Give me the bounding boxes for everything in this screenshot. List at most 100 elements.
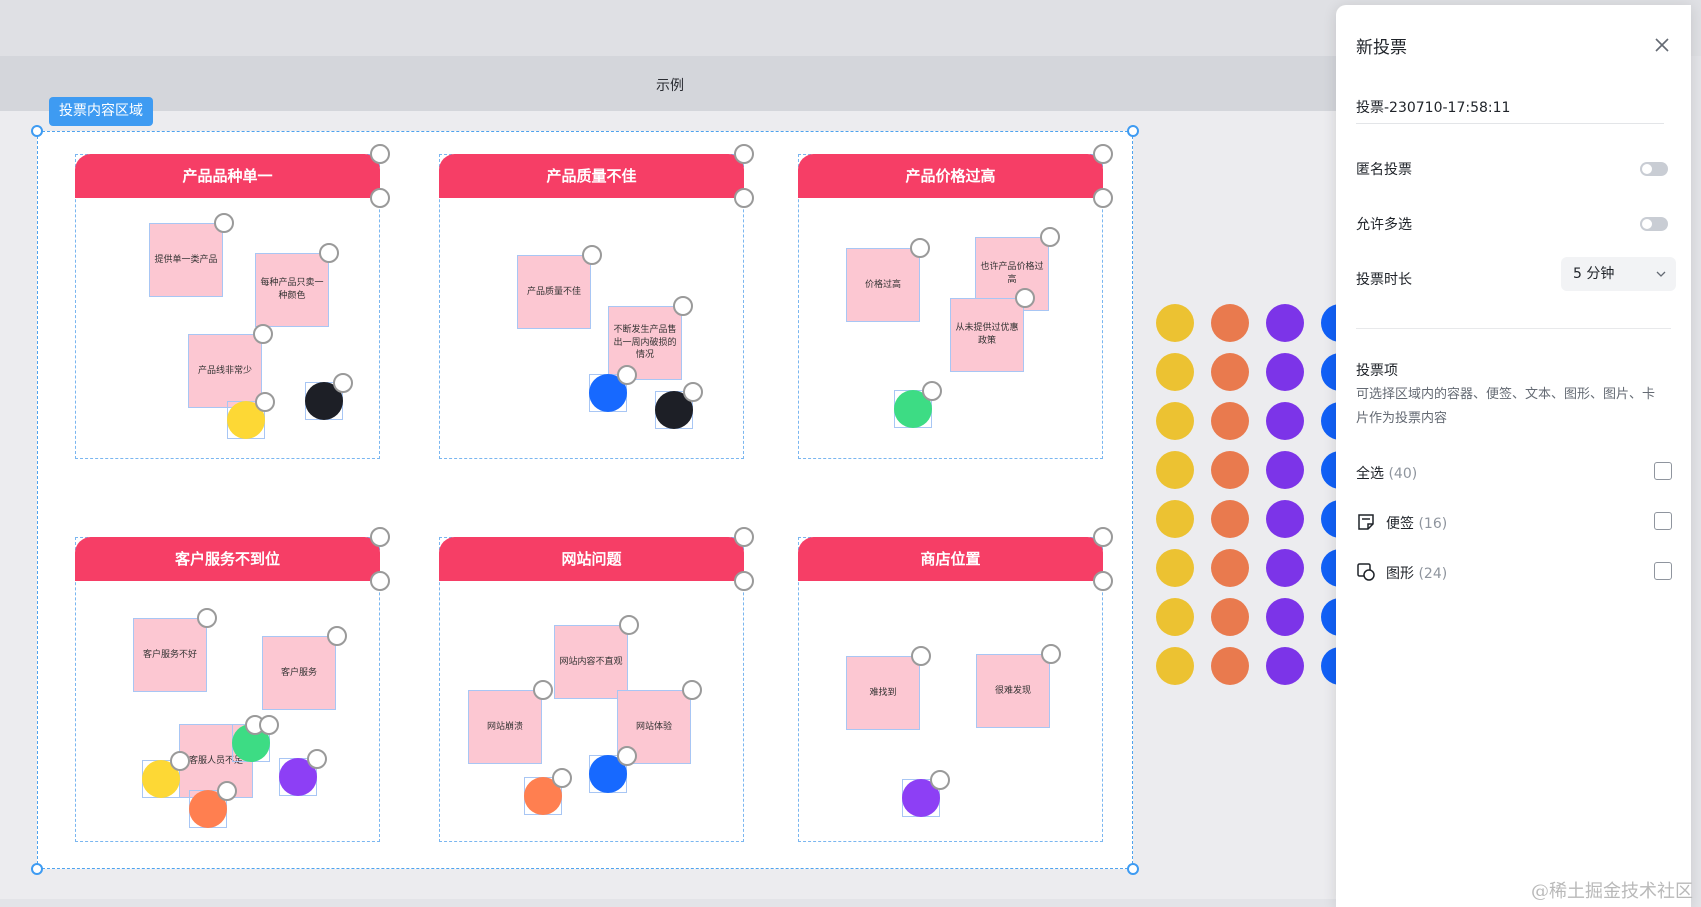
vote-radio[interactable] bbox=[1093, 571, 1113, 591]
palette-dot[interactable] bbox=[1211, 598, 1249, 636]
sticky-note[interactable]: 难找到 bbox=[846, 656, 920, 730]
vote-radio[interactable] bbox=[617, 365, 637, 385]
vote-radio[interactable] bbox=[307, 749, 327, 769]
vote-radio[interactable] bbox=[370, 144, 390, 164]
vote-radio[interactable] bbox=[910, 238, 930, 258]
sticky-note[interactable]: 客户服务不好 bbox=[133, 618, 207, 692]
palette-dot[interactable] bbox=[1156, 500, 1194, 538]
anonymous-toggle[interactable] bbox=[1640, 162, 1668, 176]
container-card[interactable]: 产品品种单一 提供单一类产品 每种产品只卖一种颜色 产品线非常少 bbox=[75, 144, 390, 459]
vote-radio[interactable] bbox=[682, 680, 702, 700]
vote-radio[interactable] bbox=[734, 527, 754, 547]
container-title[interactable]: 产品质量不佳 bbox=[439, 154, 744, 198]
container-card[interactable]: 产品质量不佳 产品质量不佳 不断发生产品售出一周内破损的情况 bbox=[439, 144, 754, 459]
vote-radio[interactable] bbox=[1040, 227, 1060, 247]
vote-radio[interactable] bbox=[552, 768, 572, 788]
resize-handle-tr[interactable] bbox=[1127, 125, 1139, 137]
palette-dot[interactable] bbox=[1211, 451, 1249, 489]
palette-dot[interactable] bbox=[1156, 353, 1194, 391]
vote-radio[interactable] bbox=[673, 296, 693, 316]
container-card[interactable]: 商店位置 难找到 很难发现 bbox=[798, 527, 1113, 842]
palette-dot[interactable] bbox=[1266, 451, 1304, 489]
vote-radio[interactable] bbox=[370, 571, 390, 591]
sticky-note[interactable]: 产品质量不佳 bbox=[517, 255, 591, 329]
vote-radio[interactable] bbox=[617, 746, 637, 766]
sticky-note[interactable]: 每种产品只卖一种颜色 bbox=[255, 253, 329, 327]
vote-radio[interactable] bbox=[734, 571, 754, 591]
vote-radio[interactable] bbox=[370, 527, 390, 547]
palette-dot[interactable] bbox=[1266, 402, 1304, 440]
vote-radio[interactable] bbox=[911, 646, 931, 666]
vote-radio[interactable] bbox=[619, 615, 639, 635]
sticky-note[interactable]: 很难发现 bbox=[976, 654, 1050, 728]
multi-select-toggle[interactable] bbox=[1640, 217, 1668, 231]
vote-name-input[interactable]: 投票-230710-17:58:11 bbox=[1356, 93, 1664, 124]
select-all-checkbox[interactable] bbox=[1654, 462, 1672, 480]
sticky-note[interactable]: 从未提供过优惠政策 bbox=[950, 298, 1024, 372]
vote-radio[interactable] bbox=[255, 392, 275, 412]
vote-radio[interactable] bbox=[1093, 188, 1113, 208]
vote-radio[interactable] bbox=[1041, 644, 1061, 664]
vote-radio[interactable] bbox=[170, 751, 190, 771]
palette-dot[interactable] bbox=[1266, 549, 1304, 587]
palette-dot[interactable] bbox=[1211, 549, 1249, 587]
container-card[interactable]: 客户服务不到位 客户服务不好 客户服务 客服人员不足 bbox=[75, 527, 390, 842]
palette-dot[interactable] bbox=[1211, 402, 1249, 440]
vote-radio[interactable] bbox=[333, 373, 353, 393]
vote-radio[interactable] bbox=[734, 188, 754, 208]
vote-radio[interactable] bbox=[259, 715, 279, 735]
container-title[interactable]: 产品品种单一 bbox=[75, 154, 380, 198]
container-card[interactable]: 产品价格过高 价格过高 也许产品价格过高 从未提供过优惠政策 bbox=[798, 144, 1113, 459]
container-title[interactable]: 网站问题 bbox=[439, 537, 744, 581]
container-title[interactable]: 商店位置 bbox=[798, 537, 1103, 581]
palette-dot[interactable] bbox=[1266, 304, 1304, 342]
sticky-note[interactable]: 网站崩溃 bbox=[468, 690, 542, 764]
palette-dot[interactable] bbox=[1156, 549, 1194, 587]
vote-radio[interactable] bbox=[1015, 288, 1035, 308]
palette-dot[interactable] bbox=[1211, 500, 1249, 538]
vote-radio[interactable] bbox=[319, 243, 339, 263]
palette-dot[interactable] bbox=[1266, 647, 1304, 685]
vote-radio[interactable] bbox=[922, 381, 942, 401]
close-icon[interactable] bbox=[1650, 33, 1674, 57]
resize-handle-br[interactable] bbox=[1127, 863, 1139, 875]
vote-radio[interactable] bbox=[1093, 527, 1113, 547]
palette-dot[interactable] bbox=[1156, 647, 1194, 685]
sticky-note[interactable]: 客户服务 bbox=[262, 636, 336, 710]
palette-dot[interactable] bbox=[1211, 304, 1249, 342]
vote-radio[interactable] bbox=[197, 608, 217, 628]
select-all-option[interactable]: 全选 (40) bbox=[1356, 463, 1417, 483]
sticky-note[interactable]: 提供单一类产品 bbox=[149, 223, 223, 297]
palette-dot[interactable] bbox=[1156, 451, 1194, 489]
resize-handle-tl[interactable] bbox=[31, 125, 43, 137]
vote-radio[interactable] bbox=[253, 324, 273, 344]
palette-dot[interactable] bbox=[1211, 647, 1249, 685]
sticky-note[interactable]: 网站内容不直观 bbox=[554, 625, 628, 699]
vote-radio[interactable] bbox=[370, 188, 390, 208]
vote-radio[interactable] bbox=[1093, 144, 1113, 164]
palette-dot[interactable] bbox=[1156, 304, 1194, 342]
palette-dot[interactable] bbox=[1156, 598, 1194, 636]
shape-checkbox[interactable] bbox=[1654, 562, 1672, 580]
sticky-note-checkbox[interactable] bbox=[1654, 512, 1672, 530]
container-title[interactable]: 产品价格过高 bbox=[798, 154, 1103, 198]
vote-radio[interactable] bbox=[582, 245, 602, 265]
palette-dot[interactable] bbox=[1266, 598, 1304, 636]
container-title[interactable]: 客户服务不到位 bbox=[75, 537, 380, 581]
palette-dot[interactable] bbox=[1266, 500, 1304, 538]
palette-dot[interactable] bbox=[1266, 353, 1304, 391]
sticky-note[interactable]: 价格过高 bbox=[846, 248, 920, 322]
vote-radio[interactable] bbox=[217, 781, 237, 801]
shape-option[interactable]: 图形 (24) bbox=[1386, 563, 1447, 583]
vote-radio[interactable] bbox=[327, 626, 347, 646]
resize-handle-bl[interactable] bbox=[31, 863, 43, 875]
sticky-note[interactable]: 产品线非常少 bbox=[188, 334, 262, 408]
container-card[interactable]: 网站问题 网站内容不直观 网站崩溃 网站体验 bbox=[439, 527, 754, 842]
vote-radio[interactable] bbox=[214, 213, 234, 233]
vote-radio[interactable] bbox=[930, 770, 950, 790]
sticky-note-option[interactable]: 便签 (16) bbox=[1386, 513, 1447, 533]
vote-radio[interactable] bbox=[734, 144, 754, 164]
palette-dot[interactable] bbox=[1211, 353, 1249, 391]
vote-radio[interactable] bbox=[533, 680, 553, 700]
palette-dot[interactable] bbox=[1156, 402, 1194, 440]
